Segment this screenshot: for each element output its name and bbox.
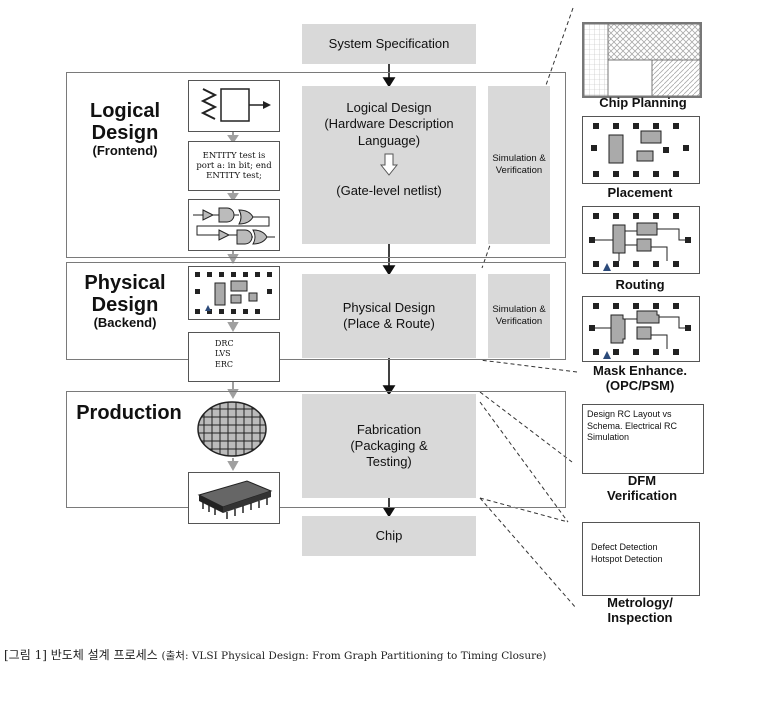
metrology-title: Metrology/ — [607, 595, 673, 610]
physical-title-text: Physical Design — [84, 272, 166, 316]
physical-design-sub-label: (Place & Route) — [343, 316, 435, 331]
logical-design-label: Logical Design — [346, 100, 432, 115]
logical-design-sub-label: (Hardware Description Language) — [324, 116, 454, 148]
placed-layout-thumb — [188, 266, 280, 320]
caption-label: [그림 1] 반도체 설계 프로세스 — [4, 648, 158, 662]
chip-planning-label: Chip Planning — [599, 95, 687, 110]
logical-design-stage — [66, 72, 566, 258]
gate-netlist-thumb — [188, 199, 280, 251]
placement-thumb — [582, 116, 700, 184]
physical-stage-title: Physical Design (Backend) — [70, 272, 180, 330]
mask-enhance-title: Mask Enhance. — [593, 363, 687, 378]
sim-verif-label-1: Simulation & Verification — [492, 153, 546, 176]
dfm-title: DFM — [627, 473, 657, 488]
mask-enhance-sub: (OPC/PSM) — [605, 377, 675, 393]
logical-design-box: Logical Design (Hardware Description Lan… — [302, 86, 476, 244]
lvs-text: LVS — [215, 349, 231, 359]
fabrication-sub-label: (Packaging & Testing) — [350, 437, 428, 470]
fabrication-label: Fabrication — [356, 421, 422, 437]
physical-design-label: Physical Design — [342, 299, 436, 315]
wafer-icon — [197, 401, 267, 457]
physical-design-stage — [66, 262, 566, 360]
logical-stage-title: Logical Design (Frontend) — [70, 100, 180, 158]
fabrication-box: Fabrication (Packaging & Testing) — [302, 394, 476, 498]
routing-thumb — [582, 206, 700, 274]
sim-verif-label-2: Simulation & Verification — [492, 304, 546, 327]
metrology-items: Defect Detection Hotspot Detection — [591, 541, 695, 565]
chip-package-thumb — [188, 472, 280, 524]
system-spec-label: System Specification — [328, 35, 450, 51]
ic-package-icon — [197, 480, 273, 519]
production-title-text: Production — [76, 402, 182, 424]
routing-icon — [589, 213, 691, 271]
physical-subtitle: (Backend) — [93, 315, 157, 330]
floorplan-icon — [584, 24, 700, 96]
sim-verif-box-2: Simulation & Verification — [488, 274, 550, 358]
chip-planning-thumb — [582, 22, 702, 98]
dfm-items-text: Design RC Layout vs Schema. Electrical R… — [587, 409, 678, 443]
placed-layout-icon — [195, 272, 272, 314]
dfm-label: DFM Verification — [582, 473, 702, 504]
gate-netlist-label: (Gate-level netlist) — [336, 182, 442, 198]
logical-subtitle: (Frontend) — [92, 143, 158, 158]
placement-icon — [591, 123, 689, 177]
metrology-sub: Inspection — [607, 609, 673, 625]
logical-title-text: Logical Design — [89, 100, 160, 144]
logic-gate-symbol-thumb — [188, 80, 280, 132]
gate-netlist-icon — [193, 207, 275, 245]
mask-enhance-thumb — [582, 296, 700, 362]
caption-source: (출처: VLSI Physical Design: From Graph Pa… — [161, 650, 547, 662]
wafer-thumb — [194, 400, 270, 458]
hotspot-detection-text: Hotspot Detection — [591, 554, 663, 565]
down-hollow-arrow-icon — [380, 153, 398, 176]
drc-text: DRC — [215, 339, 234, 348]
entity-code-thumb: ENTITY test is port a: in bit; end ENTIT… — [188, 141, 280, 191]
drc-lvs-erc-thumb: DRC LVS ERC — [188, 332, 280, 382]
dfm-sub: Verification — [606, 487, 678, 503]
production-stage — [66, 391, 566, 508]
placement-label: Placement — [607, 185, 673, 200]
production-stage-title: Production — [68, 402, 190, 424]
dfm-thumb: Design RC Layout vs Schema. Electrical R… — [582, 404, 704, 474]
defect-detection-text: Defect Detection — [591, 542, 658, 552]
erc-text: ERC — [215, 359, 233, 369]
system-spec-box: System Specification — [302, 24, 476, 64]
figure-caption: [그림 1] 반도체 설계 프로세스 (출처: VLSI Physical De… — [4, 646, 546, 663]
mask-enhance-icon — [589, 303, 691, 359]
metrology-label: Metrology/ Inspection — [582, 595, 698, 626]
physical-design-box: Physical Design (Place & Route) — [302, 274, 476, 358]
mask-enhance-label: Mask Enhance. (OPC/PSM) — [574, 363, 706, 394]
metrology-thumb: Defect Detection Hotspot Detection — [582, 522, 700, 596]
sim-verif-box-1: Simulation & Verification — [488, 86, 550, 244]
chip-label: Chip — [375, 527, 403, 543]
chip-box: Chip — [302, 516, 476, 556]
logic-symbol-icon — [200, 88, 271, 122]
check-list: DRC LVS ERC — [215, 339, 234, 370]
routing-label: Routing — [615, 277, 665, 292]
entity-code-text: ENTITY test is port a: in bit; end ENTIT… — [196, 150, 272, 182]
